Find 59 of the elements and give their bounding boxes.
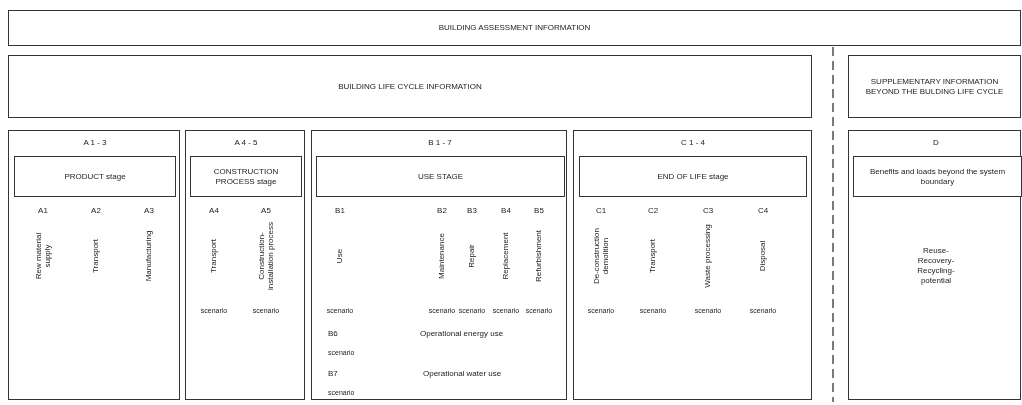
heading-text: END OF LIFE stage [657,171,729,182]
module-name: Maintenance [437,232,447,281]
module-name: Use [335,247,345,266]
heading-text: SUPPLEMENTARY INFORMATION BEYOND THE BULDING LIFE CYCLE [864,76,1005,97]
module-code: C2 [647,206,659,216]
module-name: Rew material supply [33,231,53,282]
module-range-label: A 4 - 5 [234,138,258,148]
module-name: Replacement [501,231,511,282]
module-range-label: D [933,138,939,148]
heading-text: Benefits and loads beyond the system boundary [868,166,1007,187]
module-code: B4 [501,206,511,216]
module-code: A1 [38,206,48,216]
stage-panel [848,130,1021,400]
heading-text: USE STAGE [417,171,464,182]
stage-panel [185,130,305,400]
module-code: B3 [467,206,477,216]
header-box [848,55,1021,118]
module-code: B1 [335,206,345,216]
module-name: Repair [467,243,477,270]
module-code: A4 [209,206,219,216]
header-box [8,55,812,118]
stage-box [190,156,302,197]
module-name: Construction-installation process [256,221,276,292]
module-code: C1 [595,206,607,216]
module-code: A2 [91,206,101,216]
module-label: B6 [328,329,338,339]
stage-box [14,156,176,197]
stage-panel [311,130,567,400]
module-label: Operational water use [423,369,502,379]
stage-box [316,156,565,197]
module-code: B2 [437,206,447,216]
heading-text: CONSTRUCTION PROCESS stage [212,166,280,187]
heading-text: PRODUCT stage [64,171,126,182]
module-name: Transport [91,238,101,275]
module-range-label: B 1 - 7 [428,138,452,148]
stage-box [579,156,807,197]
module-name: Manufacturing [144,229,154,284]
heading-text: BUILDING ASSESSMENT INFORMATION [438,23,591,33]
module-range-label: C 1 - 4 [681,138,705,148]
module-name: Reuse-Recovery-Recycling-potential [916,246,956,286]
stage-box [853,156,1022,197]
module-label: Operational energy use [420,329,504,339]
header-box [8,10,1021,46]
module-code: C4 [757,206,769,216]
module-range-label: A 1 - 3 [83,138,107,148]
stage-panel [573,130,812,400]
module-code: A3 [144,206,154,216]
module-label: B7 [328,369,338,379]
module-code: A5 [261,206,271,216]
module-name: Refurbishment [534,229,544,284]
module-name: Transport [648,238,658,275]
module-code: C3 [702,206,714,216]
stage-panel [8,130,180,400]
heading-text: BUILDING LIFE CYCLE INFORMATION [338,81,482,92]
module-code: B5 [534,206,544,216]
module-name: De-construction demolition [591,227,611,286]
module-name: Disposal [758,239,768,274]
module-name: Transport [209,238,219,275]
module-name: Waste processing [703,223,713,290]
